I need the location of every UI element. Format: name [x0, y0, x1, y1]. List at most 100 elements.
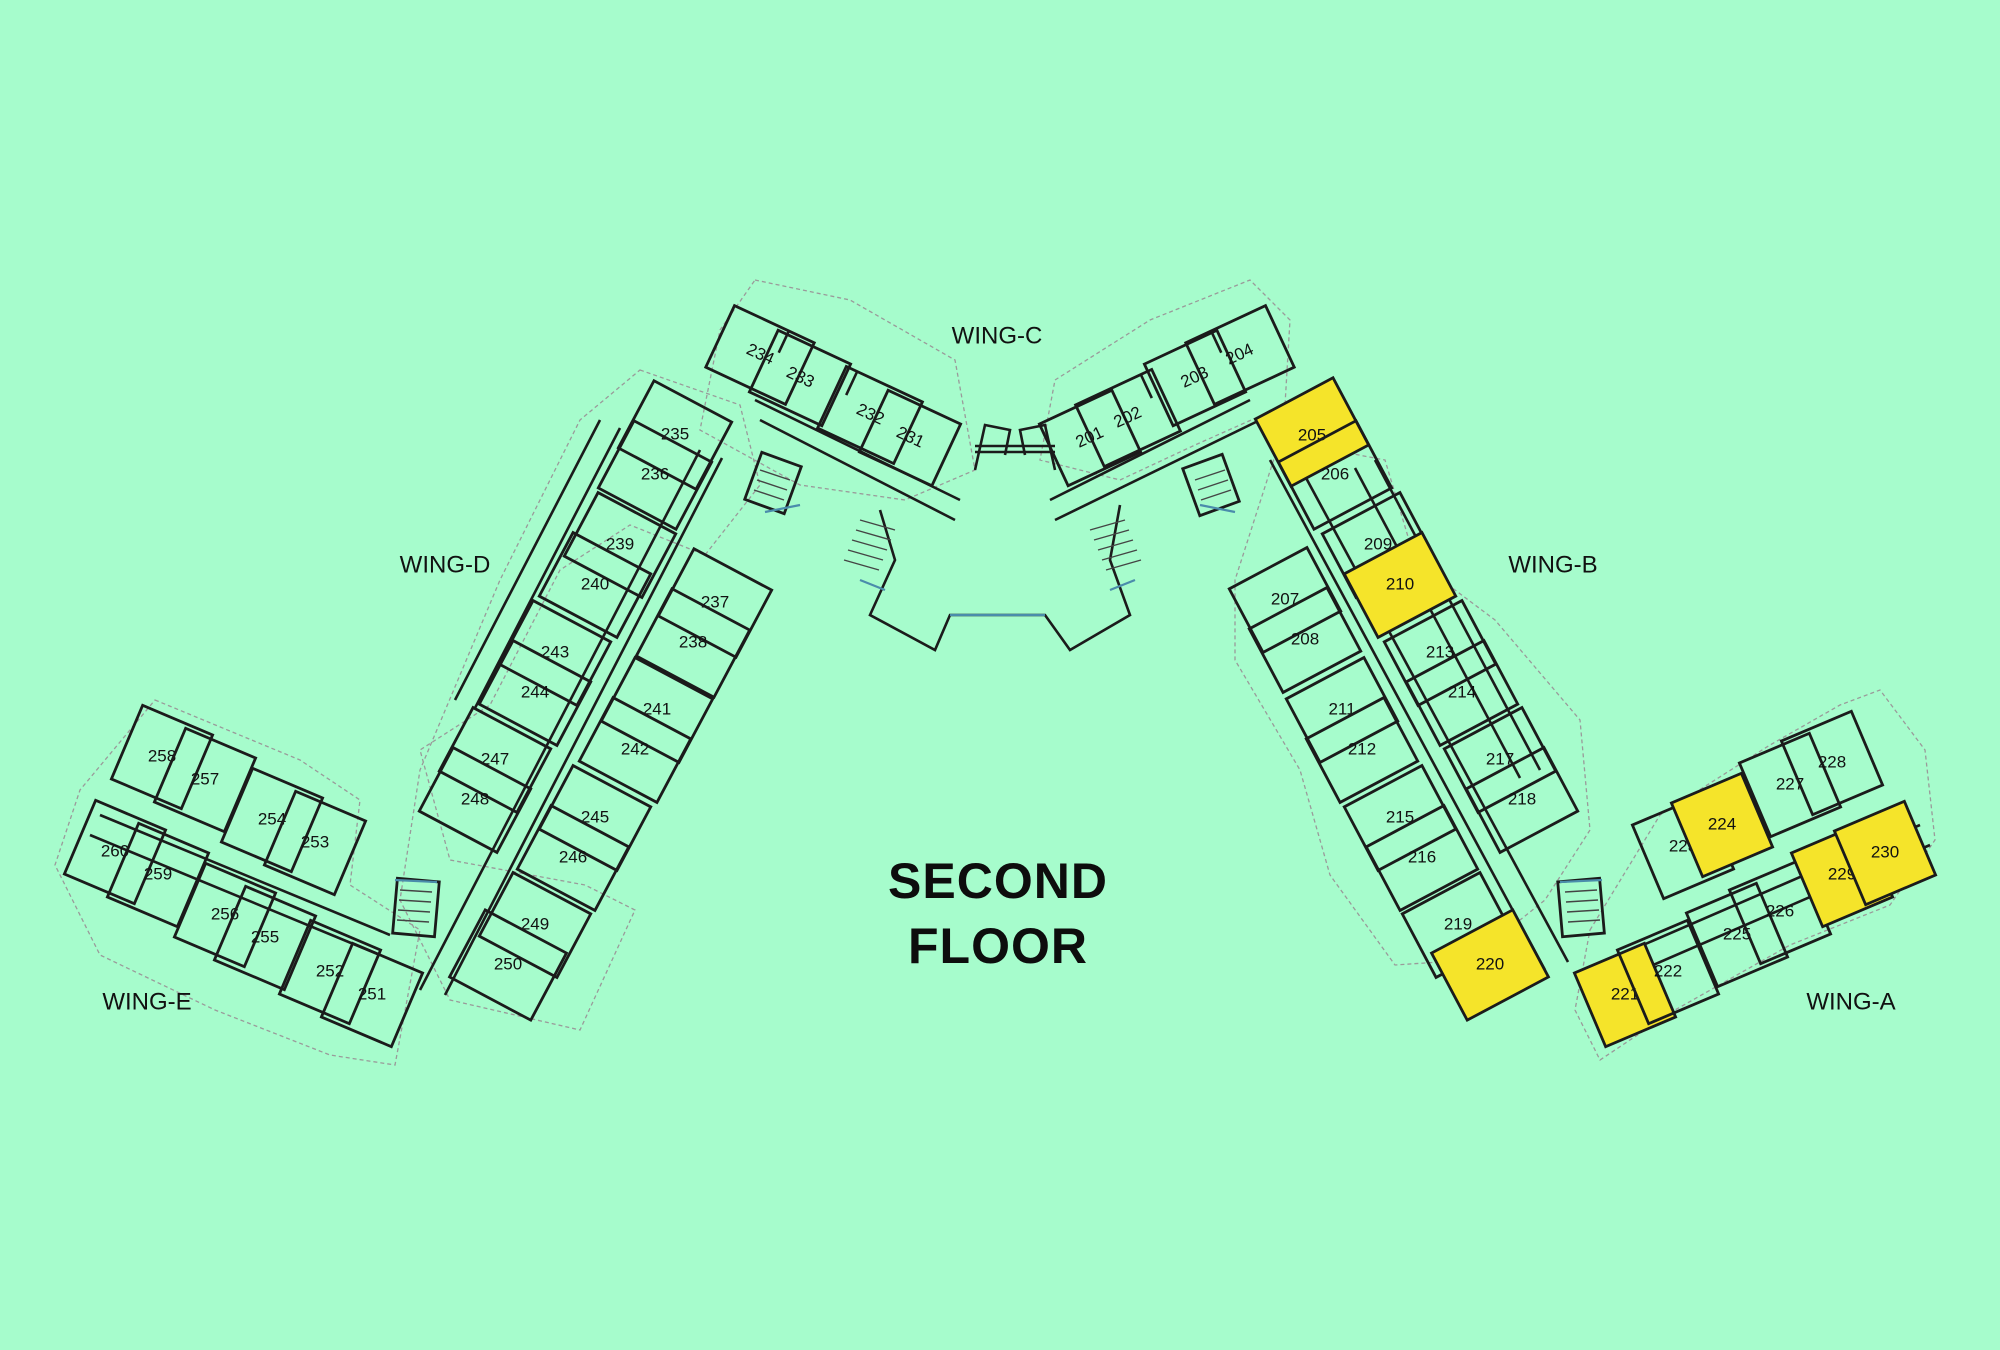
- room-shape: [1572, 941, 1678, 1049]
- room-252[interactable]: 252: [277, 918, 383, 1026]
- wing-a-outline: [1574, 689, 1936, 1061]
- wing-b-corridor-4: [1353, 467, 1522, 779]
- room-216[interactable]: 216: [1364, 803, 1480, 913]
- wing-e-corridor-top: [99, 813, 391, 937]
- room-239[interactable]: 239: [562, 490, 678, 600]
- room-shape: [537, 763, 653, 873]
- room-shape: [1404, 638, 1520, 748]
- room-211[interactable]: 211: [1284, 655, 1400, 765]
- room-shape: [1183, 303, 1297, 407]
- room-247[interactable]: 247: [437, 705, 553, 815]
- room-246[interactable]: 246: [515, 803, 631, 913]
- room-shape: [277, 918, 383, 1026]
- room-number: 230: [1871, 842, 1899, 861]
- wing-d-corridor-west-1: [418, 449, 702, 991]
- room-shape: [562, 490, 678, 600]
- room-222[interactable]: 222: [1615, 918, 1721, 1026]
- room-shape: [172, 861, 278, 969]
- room-210[interactable]: 210: [1342, 530, 1458, 640]
- room-number: 222: [1654, 961, 1682, 980]
- room-shape: [212, 884, 318, 992]
- room-shape: [1142, 328, 1248, 428]
- room-212[interactable]: 212: [1304, 695, 1420, 805]
- room-shape: [1364, 803, 1480, 913]
- room-shape: [656, 546, 774, 660]
- room-number: 259: [144, 864, 172, 883]
- room-number: 210: [1386, 574, 1414, 593]
- room-214[interactable]: 214: [1404, 638, 1520, 748]
- room-221[interactable]: 221: [1572, 941, 1678, 1049]
- wing-e-label: WING-E: [102, 988, 191, 1015]
- room-254[interactable]: 254: [219, 766, 325, 874]
- room-236[interactable]: 236: [596, 418, 714, 532]
- room-number: 212: [1348, 739, 1376, 758]
- room-shape: [596, 418, 714, 532]
- room-217[interactable]: 217: [1442, 705, 1558, 815]
- room-shape: [616, 378, 734, 492]
- lobby-link-left: [973, 423, 1012, 471]
- room-number: 224: [1708, 814, 1736, 833]
- room-225[interactable]: 225: [1684, 881, 1790, 989]
- room-door: [1139, 373, 1153, 399]
- wing-c-right-outline: [1039, 279, 1291, 481]
- room-208[interactable]: 208: [1247, 585, 1363, 695]
- room-shape: [109, 703, 215, 811]
- room-245[interactable]: 245: [537, 763, 653, 873]
- room-228[interactable]: 228: [1779, 709, 1885, 817]
- room-215[interactable]: 215: [1342, 763, 1458, 873]
- room-224[interactable]: 224: [1669, 771, 1775, 879]
- room-241[interactable]: 241: [599, 655, 715, 765]
- room-213[interactable]: 213: [1382, 598, 1498, 708]
- room-shape: [219, 766, 325, 874]
- central-lobby: [391, 423, 1606, 939]
- room-shape: [1227, 545, 1343, 655]
- room-number: 244: [521, 682, 549, 701]
- room-number: 243: [541, 642, 569, 661]
- room-253[interactable]: 253: [262, 789, 368, 897]
- room-251[interactable]: 251: [319, 941, 425, 1049]
- room-shape: [1073, 367, 1183, 469]
- room-218[interactable]: 218: [1464, 745, 1580, 855]
- room-230[interactable]: 230: [1832, 799, 1938, 907]
- room-shape: [1832, 799, 1938, 907]
- room-door: [1209, 330, 1223, 354]
- room-220[interactable]: 220: [1429, 907, 1551, 1023]
- floor-title-line-2: FLOOR: [908, 918, 1088, 974]
- room-shape: [477, 870, 593, 980]
- room-number: 206: [1321, 464, 1349, 483]
- room-number: 247: [481, 749, 509, 768]
- room-shape: [747, 328, 853, 428]
- wing-c-label: WING-C: [952, 322, 1043, 349]
- room-258[interactable]: 258: [109, 703, 215, 811]
- room-number: 216: [1408, 847, 1436, 866]
- room-243[interactable]: 243: [497, 598, 613, 708]
- room-204[interactable]: 204: [1183, 303, 1297, 407]
- room-207[interactable]: 207: [1227, 545, 1343, 655]
- wing-c-corridor-left-2: [759, 418, 956, 522]
- room-242[interactable]: 242: [577, 695, 693, 805]
- room-number: 236: [641, 464, 669, 483]
- room-238[interactable]: 238: [634, 586, 752, 700]
- wing-e-corridor-bottom: [89, 833, 381, 957]
- room-260[interactable]: 260: [62, 798, 168, 906]
- room-244[interactable]: 244: [477, 638, 593, 748]
- room-shape: [599, 655, 715, 765]
- room-shape: [1382, 598, 1498, 708]
- room-248[interactable]: 248: [417, 745, 533, 855]
- room-shape: [262, 789, 368, 897]
- wing-d-corridor-east-1: [453, 419, 602, 701]
- room-255[interactable]: 255: [212, 884, 318, 992]
- room-shape: [497, 598, 613, 708]
- room-number: 208: [1291, 629, 1319, 648]
- wing-c-left-outline: [699, 279, 976, 501]
- room-shape: [1284, 655, 1400, 765]
- room-shape: [577, 695, 693, 805]
- wing-b-label: WING-B: [1508, 551, 1597, 578]
- room-number: 260: [101, 841, 129, 860]
- room-shape: [437, 705, 553, 815]
- room-240[interactable]: 240: [537, 530, 653, 640]
- room-206[interactable]: 206: [1276, 418, 1394, 532]
- room-249[interactable]: 249: [477, 870, 593, 980]
- room-250[interactable]: 250: [447, 907, 569, 1023]
